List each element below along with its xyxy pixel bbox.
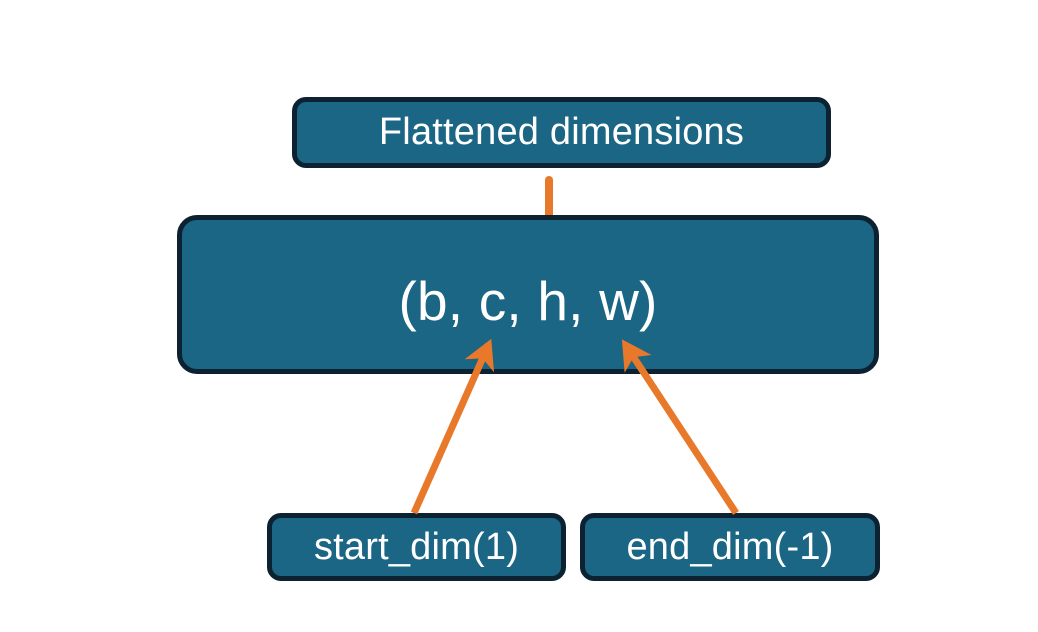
end-dim-node[interactable]: end_dim(-1) [580,513,880,581]
flattened-dimensions-node[interactable]: Flattened dimensions [292,97,831,168]
start-dim-node[interactable]: start_dim(1) [267,513,566,581]
start-dim-label: start_dim(1) [313,525,520,568]
shape-tuple-label: (b, c, h, w) [398,269,658,332]
shape-tuple-node[interactable]: (b, c, h, w) [177,215,879,374]
end-dim-label: end_dim(-1) [626,525,834,568]
flattened-dimensions-label: Flattened dimensions [378,111,745,153]
